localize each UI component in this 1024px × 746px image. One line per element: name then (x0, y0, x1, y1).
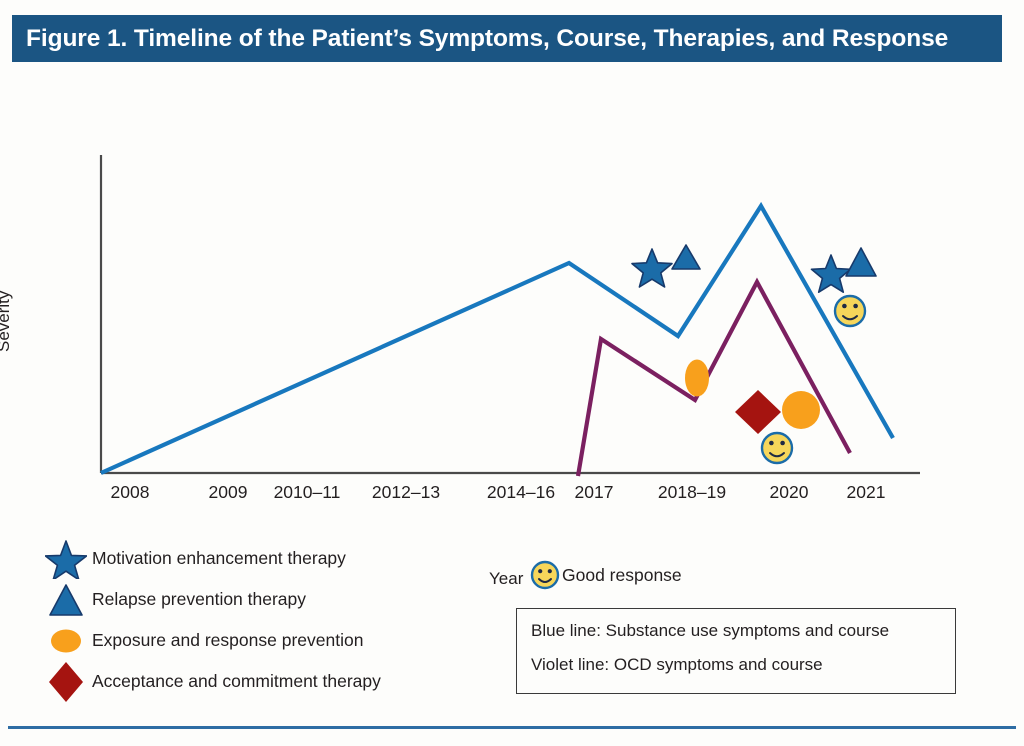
legend-response: Good response (520, 558, 980, 592)
legend-item-good-response: Good response (528, 558, 980, 592)
line-key-violet: Violet line: OCD symptoms and course (531, 655, 823, 674)
legend-item-motivation-enhancement: Motivation enhancement therapy (40, 538, 480, 579)
x-tick-label: 2009 (208, 482, 248, 502)
legend-item-label: Relapse prevention therapy (92, 589, 307, 609)
series-line-ocd (575, 277, 852, 477)
star-icon (40, 538, 92, 579)
line-key-blue: Blue line: Substance use symptoms and co… (531, 621, 890, 640)
plot-background (0, 62, 1024, 532)
line-key-box: Blue line: Substance use symptoms and co… (516, 608, 956, 694)
marker-ellipse-exposure-1 (685, 359, 709, 397)
legend-therapies: Motivation enhancement therapy Relapse p… (40, 538, 480, 702)
x-axis-title: Year (489, 569, 524, 588)
series-line-substance-use (100, 201, 895, 475)
x-tick-label: 2014–16 (486, 482, 556, 502)
marker-star-motivation-2 (810, 254, 852, 293)
marker-star-motivation-1 (631, 248, 673, 288)
x-tick-label: 2021 (846, 482, 886, 502)
legend-item-label: Exposure and response prevention (92, 630, 364, 650)
x-tick-label: 2012–13 (371, 482, 441, 502)
legend-item-acceptance-commitment: Acceptance and commitment therapy (40, 661, 480, 702)
marker-triangle-relapse-1 (671, 244, 701, 270)
x-tick-label: 2020 (769, 482, 809, 502)
marker-circle-exposure-2 (782, 391, 820, 429)
y-axis-title: Severity (0, 290, 13, 352)
legend-item-exposure-response-prevention: Exposure and response prevention (40, 620, 480, 661)
smiley-icon (528, 558, 562, 592)
chart-container: Severity Year 2008 2009 2010–11 2012–13 … (0, 62, 1024, 588)
marker-smiley-good-response-2 (760, 431, 794, 465)
triangle-icon (40, 579, 92, 620)
diamond-icon (40, 661, 92, 702)
legend-item-label: Acceptance and commitment therapy (92, 671, 381, 691)
marker-triangle-relapse-2 (845, 247, 877, 277)
figure-title-bar: Figure 1. Timeline of the Patient’s Symp… (12, 15, 1002, 62)
x-tick-label: 2008 (110, 482, 150, 502)
page-title: Figure 1. Timeline of the Patient’s Symp… (26, 24, 949, 52)
bottom-divider (8, 726, 1016, 729)
x-tick-label: 2017 (574, 482, 614, 502)
marker-diamond-acceptance (735, 390, 781, 434)
marker-smiley-good-response-1 (833, 294, 867, 328)
x-tick-label: 2018–19 (657, 482, 727, 502)
legend-item-relapse-prevention: Relapse prevention therapy (40, 579, 480, 620)
legend-item-label: Motivation enhancement therapy (92, 548, 346, 568)
legend-item-label: Good response (562, 564, 682, 585)
timeline-chart (0, 62, 1024, 532)
x-tick-label: 2010–11 (273, 482, 341, 502)
ellipse-icon (40, 620, 92, 661)
